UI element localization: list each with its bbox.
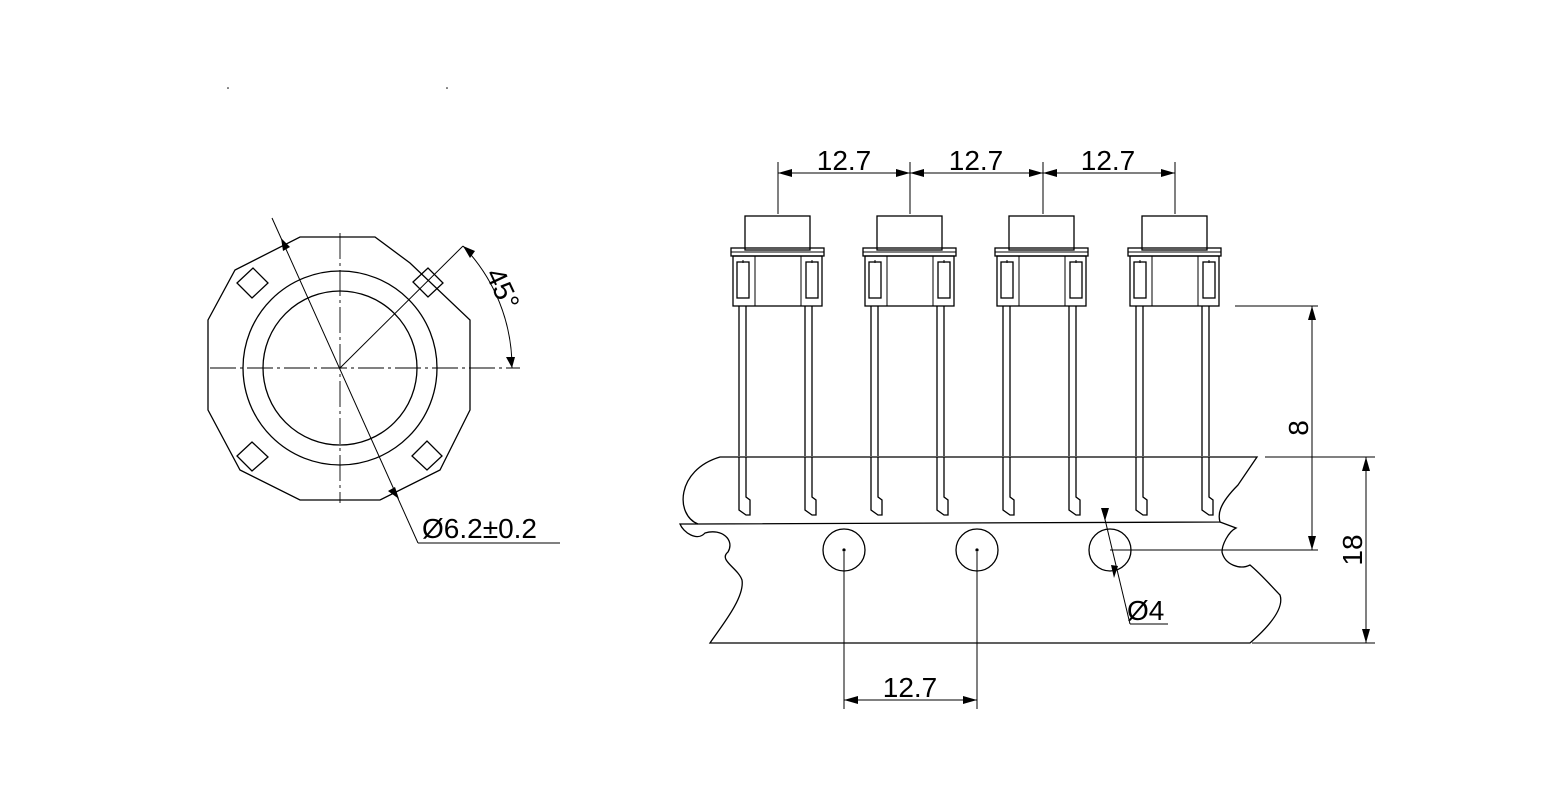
corner-tabs xyxy=(236,267,444,472)
pitch-label-top-3: 12.7 xyxy=(1081,145,1136,176)
cap-diameter-label: Ø6.2±0.2 xyxy=(422,513,537,544)
pitch-label-bottom: 12.7 xyxy=(883,672,938,703)
switch-top-view: 45° Ø6.2±0.2 xyxy=(207,217,560,544)
switch-side-view xyxy=(862,215,957,516)
dimension-lines xyxy=(777,162,1375,709)
switch-side-view xyxy=(730,215,825,516)
lead-height-label: 8 xyxy=(1283,420,1314,436)
angle-45-line xyxy=(339,245,464,369)
switch-octagon-body xyxy=(207,236,471,501)
tape-strip-outline xyxy=(682,456,1259,525)
switch-side-view xyxy=(994,215,1089,516)
switch-side-views xyxy=(730,215,1222,516)
hole-diameter-label: Ø4 xyxy=(1127,595,1164,626)
switch-side-view xyxy=(1127,215,1222,516)
angle-label: 45° xyxy=(480,263,526,314)
tape-base-outline xyxy=(679,521,1282,644)
angle-arc xyxy=(462,245,513,369)
tape-width-label: 18 xyxy=(1337,534,1368,565)
pitch-label-top-1: 12.7 xyxy=(817,145,872,176)
pitch-label-top-2: 12.7 xyxy=(949,145,1004,176)
